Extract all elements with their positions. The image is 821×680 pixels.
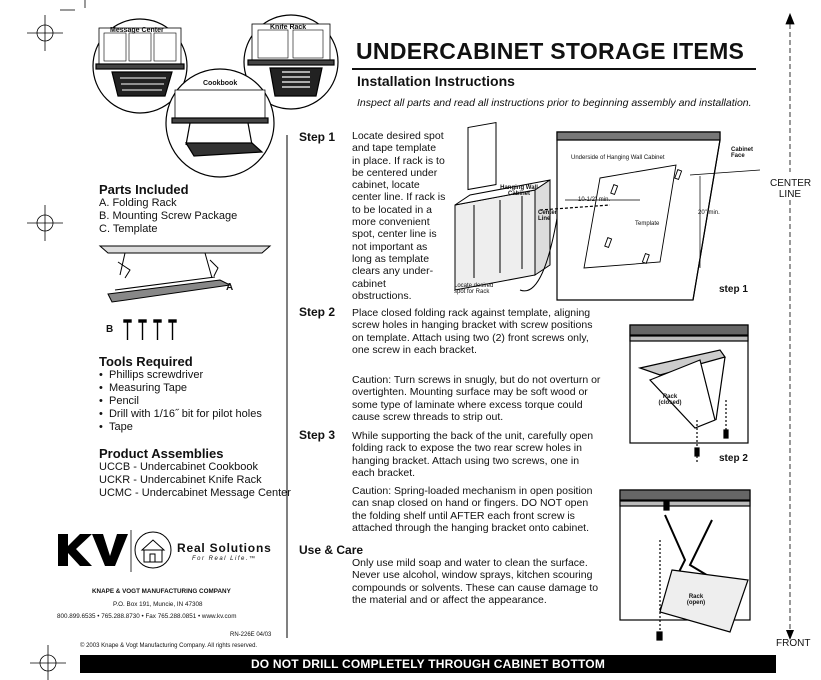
part-a-label: A <box>226 282 234 293</box>
tools-item: • Tape <box>99 421 133 433</box>
tools-heading: Tools Required <box>99 354 193 369</box>
drill-warning-banner: DO NOT DRILL COMPLETELY THROUGH CABINET … <box>80 655 776 673</box>
knife-rack-label: Knife Rack <box>270 24 307 31</box>
folding-rack-illustration <box>98 245 272 303</box>
tools-item: • Drill with 1/16˝ bit for pilot holes <box>99 408 262 420</box>
step1-underside-panel <box>539 131 761 301</box>
assemblies-item: UCCB - Undercabinet Cookbook <box>99 461 258 473</box>
center-line-diagram-label: Center Line <box>538 210 558 222</box>
company-name: KNAPE & VOGT MANUFACTURING COMPANY <box>92 588 231 595</box>
cabinet-face-label: Cabinet Face <box>731 147 754 159</box>
parts-item: A. Folding Rack <box>99 197 177 209</box>
locate-label: Locate desired spot for Rack <box>454 283 494 295</box>
message-center-callout <box>92 18 188 114</box>
registration-mark-top-left <box>27 15 63 51</box>
page-title: UNDERCABINET STORAGE ITEMS <box>356 38 745 64</box>
registration-mark-bottom-left <box>30 645 66 680</box>
step1-caption: step 1 <box>719 284 748 295</box>
tools-item: • Phillips screwdriver <box>99 369 204 381</box>
hanging-cabinet-label: Hanging Wall Cabinet <box>500 185 538 197</box>
underside-label: Underside of Hanging Wall Cabinet <box>571 155 665 161</box>
step3-illustration <box>619 489 751 641</box>
depth-dimension: 20" min. <box>698 210 720 216</box>
rack-open-label: Rack (open) <box>686 594 706 606</box>
tagline-text: For Real Life.™ <box>192 556 257 562</box>
registration-mark-mid-left <box>27 205 63 241</box>
message-center-label: Message Center <box>110 27 164 34</box>
center-line-label: CENTER LINE <box>770 178 812 200</box>
real-solutions-text: Real Solutions <box>177 541 272 555</box>
cookbook-label: Cookbook <box>203 80 238 87</box>
house-icon <box>134 531 172 569</box>
knife-rack-callout <box>243 14 339 110</box>
parts-heading: Parts Included <box>99 182 189 197</box>
step3-caution: Caution: Spring-loaded mechanism in open… <box>352 485 593 534</box>
step1-text: Locate desired spot and tape template in… <box>352 130 446 302</box>
parts-list: A. Folding Rack B. Mounting Screw Packag… <box>99 197 237 236</box>
front-label: FRONT <box>776 638 811 649</box>
step2-label: Step 2 <box>299 305 336 319</box>
center-line-arrow <box>785 12 795 630</box>
assemblies-heading: Product Assemblies <box>99 446 224 461</box>
assemblies-item: UCMC - Undercabinet Message Center <box>99 487 291 499</box>
step3-text: While supporting the back of the unit, c… <box>352 430 594 479</box>
company-contact: 800.899.6535 • 765.288.8730 • Fax 765.28… <box>57 613 237 620</box>
page-subtitle: Installation Instructions <box>357 73 515 89</box>
part-b-label: B <box>106 324 114 335</box>
screws-illustration <box>123 319 177 340</box>
doc-number: RN-226E 04/03 <box>230 632 272 638</box>
tools-item: • Pencil <box>99 395 139 407</box>
title-rule <box>352 68 756 70</box>
parts-item: B. Mounting Screw Package <box>99 210 238 222</box>
company-address: P.O. Box 191, Muncie, IN 47308 <box>113 601 203 608</box>
parts-item: C. Template <box>99 223 158 235</box>
step2-caution: Caution: Turn screws in snugly, but do n… <box>352 374 601 423</box>
tools-list: • Phillips screwdriver • Measuring Tape … <box>99 369 262 434</box>
step1-cabinet-illustration <box>454 121 561 292</box>
kv-logo-mark <box>58 534 128 566</box>
step2-text: Place closed folding rack against templa… <box>352 307 593 356</box>
front-arrow <box>786 630 794 640</box>
copyright: © 2003 Knape & Vogt Manufacturing Compan… <box>80 643 258 649</box>
care-text: Only use mild soap and water to clean th… <box>352 557 599 606</box>
assemblies-item: UCKR - Undercabinet Knife Rack <box>99 474 262 486</box>
care-label: Use & Care <box>299 543 364 557</box>
intro-text: Inspect all parts and read all instructi… <box>357 97 752 109</box>
template-label: Template <box>635 221 660 227</box>
rack-closed-label: Rack (closed) <box>658 394 682 406</box>
step2-illustration <box>629 324 749 462</box>
step3-label: Step 3 <box>299 428 336 442</box>
tools-item: • Measuring Tape <box>99 382 188 394</box>
width-dimension: 10-1/2" min. <box>578 197 611 203</box>
crop-marks <box>60 0 86 11</box>
assemblies-list: UCCB - Undercabinet Cookbook UCKR - Unde… <box>99 461 291 500</box>
step1-label: Step 1 <box>299 130 336 144</box>
cookbook-callout <box>165 68 275 178</box>
step2-caption: step 2 <box>719 453 748 464</box>
